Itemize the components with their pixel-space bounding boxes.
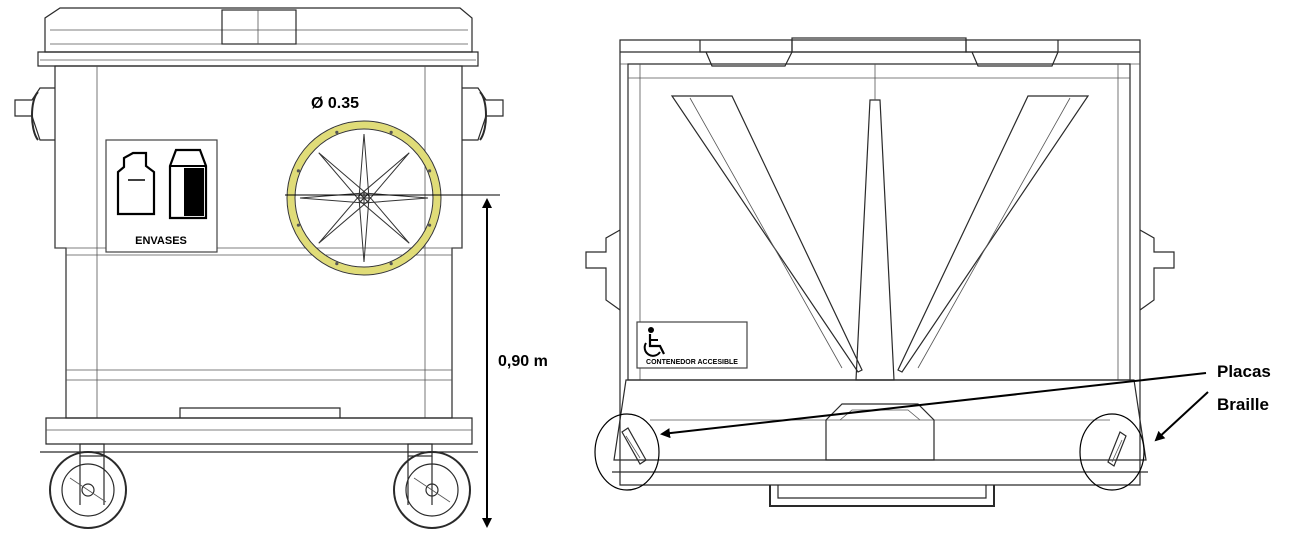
rear-container: CONTENEDOR ACCESIBLE Placas Braille: [585, 37, 1271, 507]
braille-arrow-left: [660, 372, 1207, 439]
rear-handle-left: [585, 229, 621, 311]
flap-spoke: [359, 152, 410, 203]
accessible-sticker: CONTENEDOR ACCESIBLE: [636, 321, 748, 369]
braille-label-line1: Placas: [1217, 362, 1271, 381]
front-lid: [37, 7, 479, 67]
front-base: [40, 407, 478, 457]
braille-plate-left: [594, 413, 660, 491]
ring-rivet: [427, 169, 432, 173]
sticker-label: ENVASES: [135, 235, 187, 247]
height-label: 0,90 m: [498, 353, 548, 370]
lid-ring: [287, 121, 441, 275]
ring-rivet: [335, 261, 339, 266]
front-handle-left: [14, 87, 55, 141]
braille-arrow-right: [1154, 391, 1209, 442]
rear-hinges: [699, 37, 1059, 67]
ring-rivet: [389, 261, 393, 266]
ring-rivet: [335, 130, 339, 135]
bottle-icon: [116, 151, 156, 216]
rear-handle-right: [1139, 229, 1175, 311]
accessible-label: CONTENEDOR ACCESIBLE: [646, 359, 738, 366]
braille-label-line2: Braille: [1217, 395, 1269, 414]
diameter-label: Ø 0.35: [311, 95, 359, 112]
braille-plate-right: [1079, 413, 1145, 491]
circular-opening: [286, 120, 442, 276]
front-wheel-right: [393, 451, 471, 529]
front-container: ENVASES Ø 0.35 0,90 m: [14, 7, 548, 529]
envases-sticker: ENVASES: [105, 139, 218, 253]
wheelchair-icon: [643, 327, 665, 357]
ring-rivet: [389, 130, 393, 135]
carton-icon: [168, 148, 208, 220]
ring-rivet: [296, 223, 301, 227]
front-handle-right: [462, 87, 504, 141]
ring-rivet: [296, 169, 301, 173]
front-wheel-left: [49, 451, 127, 529]
ring-rivet: [427, 223, 432, 227]
star-flap: [296, 130, 432, 266]
